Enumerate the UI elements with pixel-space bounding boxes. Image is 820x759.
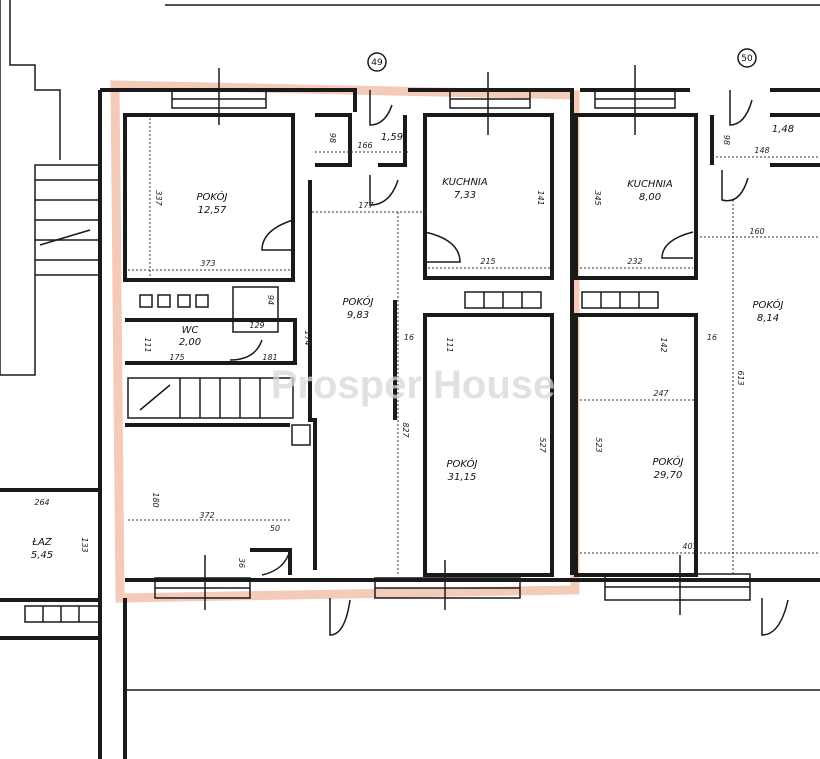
dimension: 180 [151, 492, 160, 507]
internal-stairs [127, 377, 294, 419]
room-name: POKÓJ [446, 457, 477, 470]
dimension: 264 [34, 498, 49, 507]
room-name: POKÓJ [752, 298, 783, 311]
dimension: 148 [754, 146, 769, 155]
dimension: 523 [594, 437, 603, 452]
dimension: 36 [237, 558, 246, 568]
dimension: 345 [593, 190, 602, 205]
dimension: 827 [401, 422, 410, 438]
axis-marker-label: 50 [741, 54, 753, 64]
room-name: KUCHNIA [442, 177, 488, 188]
dimension: 181 [262, 353, 277, 362]
room-area: 1,59 [381, 132, 403, 143]
axis-marker-label: 49 [371, 58, 383, 68]
dimension: 215 [480, 257, 495, 266]
dimension: 247 [653, 389, 669, 398]
room-area: 8,14 [757, 313, 779, 324]
axis-marker-50: 50 [737, 48, 757, 68]
dimension: 111 [143, 337, 152, 352]
dimension: 16 [404, 333, 414, 342]
left-staircase [0, 0, 100, 376]
dimension: 613 [736, 370, 745, 385]
dimension: 177 [358, 201, 374, 210]
door-swings [229, 90, 789, 636]
watermark: Prosper House [271, 363, 556, 407]
dimension: 94 [266, 295, 275, 305]
dimension-labels: 337 373 166 98 177 215 141 129 94 174 11… [34, 133, 769, 568]
dimension: 527 [538, 437, 547, 453]
dimension: 337 [154, 190, 163, 206]
room-area: 2,00 [179, 337, 201, 348]
dimension: 129 [249, 321, 264, 330]
dimension: 174 [303, 330, 312, 345]
dimension: 372 [199, 511, 214, 520]
dimension: 166 [357, 141, 372, 150]
room-area: 12,57 [198, 205, 227, 216]
room-labels: POKÓJ 12,57 KUCHNIA 7,33 POKÓJ 9,83 WC 2… [31, 124, 794, 561]
interior-walls [0, 113, 820, 759]
room-name: ŁAZ [31, 537, 52, 548]
dimension: 160 [749, 227, 764, 236]
dimension: 98 [328, 133, 337, 143]
dimension: 232 [627, 257, 642, 266]
room-name: POKÓJ [652, 455, 683, 468]
dimension: 141 [536, 190, 545, 205]
room-area: 7,33 [454, 190, 476, 201]
axis-marker-49: 49 [367, 52, 387, 72]
dimension: 111 [445, 337, 454, 352]
room-area: 9,83 [347, 310, 369, 321]
room-area: 29,70 [654, 470, 683, 481]
dimension: 133 [80, 537, 89, 552]
room-name: POKÓJ [196, 190, 227, 203]
dimension: 373 [200, 259, 215, 268]
dimension: 16 [707, 333, 717, 342]
dimension: 175 [169, 353, 184, 362]
room-name: KUCHNIA [627, 179, 673, 190]
ventilation-ducts [24, 286, 659, 623]
room-area: 31,15 [448, 472, 477, 483]
dimension: 407 [682, 542, 698, 551]
dimension-lines [128, 118, 820, 575]
room-name: WC [182, 325, 199, 336]
room-area: 1,48 [772, 124, 794, 135]
dimension: 50 [270, 524, 280, 533]
room-name: POKÓJ [342, 295, 373, 308]
room-area: 8,00 [639, 192, 661, 203]
dimension: 98 [722, 135, 731, 145]
room-area: 5,45 [31, 550, 53, 561]
dimension: 142 [659, 337, 668, 352]
